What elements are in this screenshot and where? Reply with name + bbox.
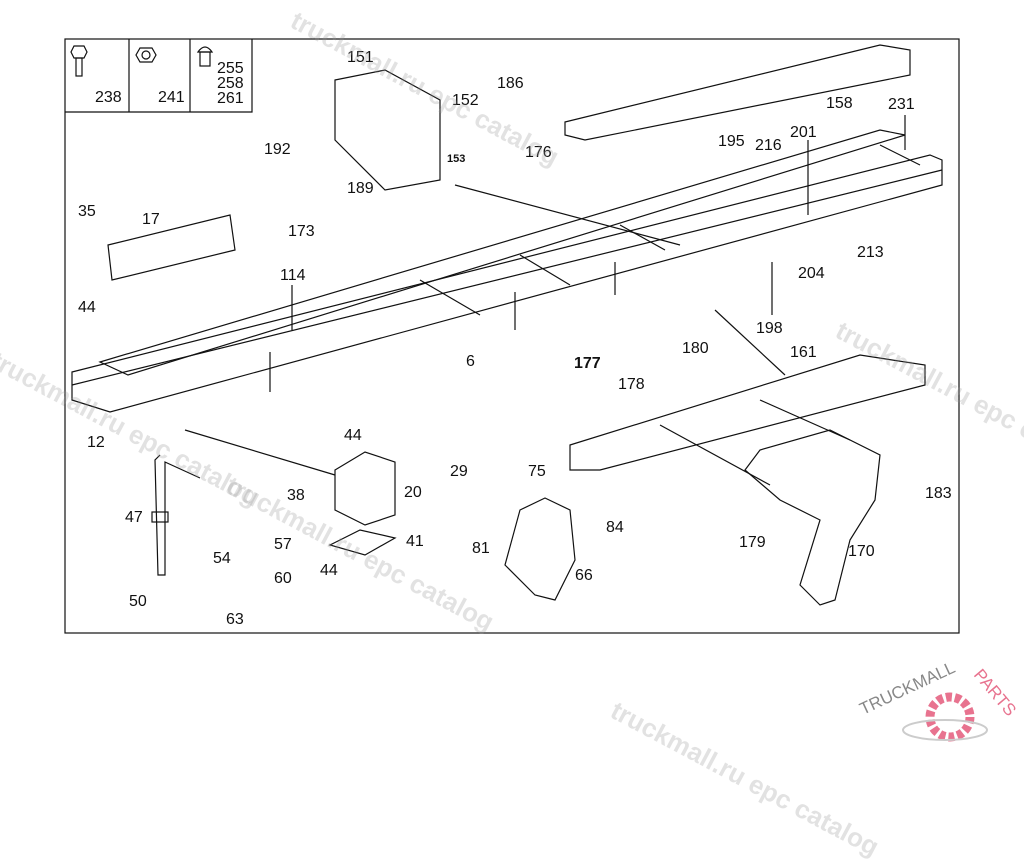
part-callout-29: 29 [450, 463, 468, 480]
logo-text-truckmall: TRUCKMALL [857, 658, 958, 719]
part-callout-161: 161 [790, 344, 817, 361]
part-callout-35: 35 [78, 203, 96, 220]
part-callout-114: 114 [280, 267, 306, 284]
part-callout-177: 177 [574, 355, 601, 372]
rivet-icon [196, 46, 214, 67]
part-callout-204: 204 [798, 265, 825, 282]
pin-47 [151, 454, 201, 576]
part-callout-192: 192 [264, 141, 291, 158]
hex-nut-icon [135, 47, 157, 63]
part-callout-66: 66 [575, 567, 593, 584]
part-callout-60: 60 [274, 570, 292, 587]
chassis-frame [71, 129, 943, 413]
part-callout-195: 195 [718, 133, 745, 150]
part-callout-173: 173 [288, 223, 315, 240]
legend-number: 258 [217, 75, 244, 92]
part-callout-170: 170 [848, 543, 875, 560]
part-callout-216: 216 [755, 137, 782, 154]
part-callout-84: 84 [606, 519, 624, 536]
bracket-66 [504, 497, 576, 601]
part-callout-81: 81 [472, 540, 490, 557]
part-callout-20: 20 [404, 484, 422, 501]
part-callout-17: 17 [142, 211, 160, 228]
part-callout-198: 198 [756, 320, 783, 337]
part-callout-176: 176 [525, 144, 552, 161]
leader-lines [184, 115, 906, 486]
part-callout-231: 231 [888, 96, 915, 113]
part-callout-179: 179 [739, 534, 766, 551]
part-callout-180: 180 [682, 340, 709, 357]
logo-text-parts: PARTS [970, 665, 1020, 719]
reinforcement-plate-158 [564, 44, 911, 141]
part-callout-38: 38 [287, 487, 305, 504]
part-callout-186: 186 [497, 75, 524, 92]
part-callout-158: 158 [826, 95, 853, 112]
part-callout-153: 153 [447, 153, 466, 165]
bracket-170 [744, 429, 881, 606]
legend-number: 238 [95, 89, 122, 106]
part-callout-63: 63 [226, 611, 244, 628]
part-callout-50: 50 [129, 593, 147, 610]
part-callout-6: 6 [466, 353, 475, 370]
parts-diagram [64, 38, 960, 634]
part-callout-44: 44 [320, 562, 338, 579]
legend-number: 241 [158, 89, 185, 106]
part-callout-213: 213 [857, 244, 884, 261]
part-callout-151: 151 [347, 49, 374, 66]
hex-bolt-icon [70, 45, 88, 77]
part-callout-57: 57 [274, 536, 292, 553]
part-callout-44: 44 [78, 299, 96, 316]
part-callout-201: 201 [790, 124, 817, 141]
part-callout-152: 152 [452, 92, 479, 109]
part-callout-183: 183 [925, 485, 952, 502]
gear-icon [925, 692, 975, 742]
legend-number: 261 [217, 90, 244, 107]
part-callout-47: 47 [125, 509, 143, 526]
part-callout-178: 178 [618, 376, 645, 393]
truckmall-parts-logo: TRUCKMALL PARTS [857, 658, 1020, 742]
plate-17 [107, 214, 236, 281]
bracket-20 [334, 451, 396, 526]
part-callout-12: 12 [87, 434, 105, 451]
part-callout-44: 44 [344, 427, 362, 444]
bracket-151 [334, 69, 441, 191]
diagram-frame [64, 38, 960, 634]
reinforcement-plate-161 [569, 354, 926, 471]
legend-box [65, 39, 253, 113]
part-callout-41: 41 [406, 533, 424, 550]
plate-41 [328, 529, 397, 556]
part-callout-54: 54 [213, 550, 231, 567]
part-callout-75: 75 [528, 463, 546, 480]
legend-number: 255 [217, 60, 244, 77]
part-callout-189: 189 [347, 180, 374, 197]
